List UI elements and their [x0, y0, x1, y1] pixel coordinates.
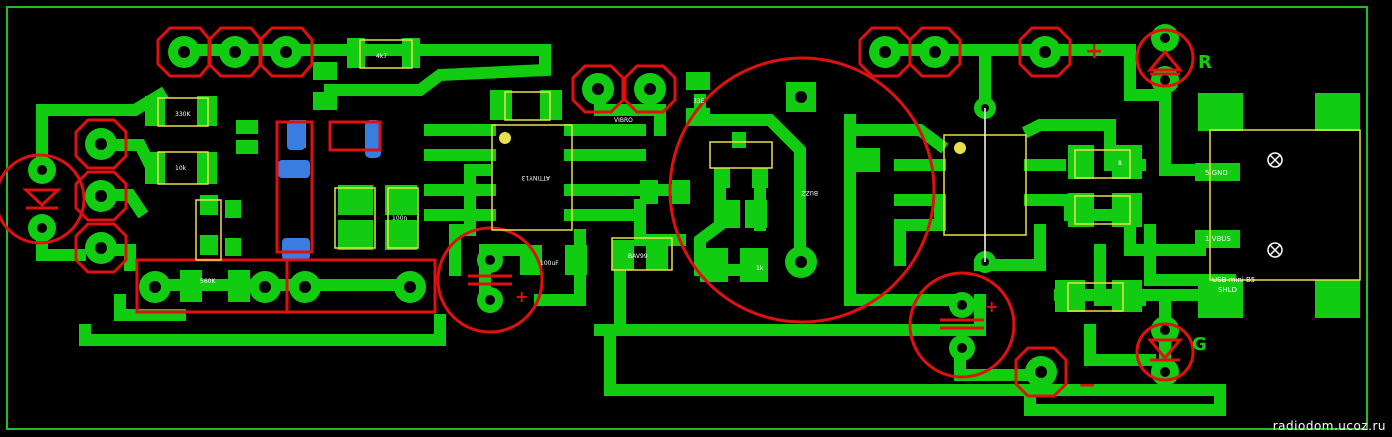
label-100u: 100uF — [540, 260, 559, 267]
cap-plus-2: + — [985, 297, 998, 316]
label-330k: 330K — [175, 111, 191, 118]
led-outline-left — [0, 153, 86, 245]
label-1k: 1k — [756, 265, 764, 272]
usb-name: USB mini B5 — [1212, 276, 1255, 284]
led-g-label: G — [1192, 334, 1207, 355]
ic-u1-pin1 — [499, 132, 511, 144]
label-r8: 8 — [1118, 160, 1122, 167]
silkscreen — [157, 39, 1361, 312]
minus-bottom: − — [1078, 373, 1096, 398]
polarity-marks: + − + + R G — [515, 39, 1212, 398]
label-u1: ATTINY13 — [521, 174, 550, 181]
label-100n: 100n — [392, 215, 407, 222]
label-r-top: 4k7 — [376, 53, 387, 60]
watermark: radiodom.ucoz.ru — [1272, 419, 1386, 433]
buzzer-outline — [668, 56, 936, 324]
label-bav: BAV99 — [628, 253, 648, 260]
usb-vbus: 1 VBUS — [1205, 235, 1231, 243]
component-text: ATTINY13 BUZZ 4k7 330K 10k 560K 100n 100… — [175, 53, 1122, 285]
label-10k: 10k — [175, 165, 187, 172]
th-pads — [28, 24, 1179, 398]
led-r-label: R — [1198, 52, 1212, 73]
plus-top: + — [1085, 39, 1103, 64]
cap-outline-2 — [908, 271, 1016, 379]
usb-gnd: 5 GND — [1205, 169, 1228, 177]
label-vibro: VIBRO — [614, 117, 633, 124]
copper-traces — [36, 44, 1236, 416]
usb-markers — [1267, 152, 1283, 258]
led-outline-r — [1135, 28, 1195, 88]
cap-symbols — [22, 49, 1184, 362]
usb-shld: SHLD — [1218, 286, 1237, 294]
red-outlines — [0, 28, 1195, 382]
label-33: 33E — [693, 98, 705, 105]
ic-u1-outline — [491, 124, 573, 231]
label-buzz: BUZZ — [801, 189, 818, 196]
board-outline — [6, 6, 1368, 430]
led-outline-g — [1135, 322, 1195, 382]
usb-text: 5 GND 1 VBUS USB mini B5 SHLD — [1205, 169, 1255, 294]
label-560k: 560K — [200, 278, 216, 285]
cap-outline-1 — [436, 226, 544, 334]
cap-plus-1: + — [515, 287, 528, 306]
smd-pads — [145, 38, 1360, 318]
ic-u2-pin1 — [954, 142, 966, 154]
